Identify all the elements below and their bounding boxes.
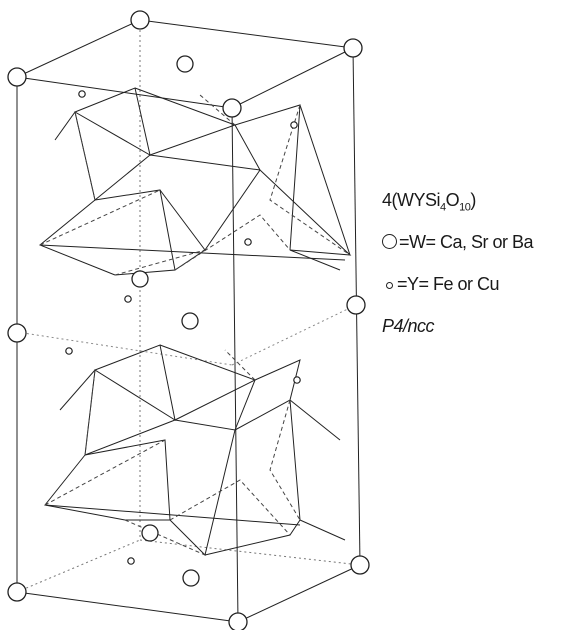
w-legend-text: =W= Ca, Sr or Ba	[399, 232, 534, 252]
legend-y-row: =Y= Fe or Cu	[382, 274, 500, 295]
space-group-label: P4/ncc	[382, 316, 435, 336]
y-legend-text: =Y= Fe or Cu	[397, 274, 500, 294]
circle-large-icon	[382, 234, 397, 249]
hidden-edges-lower	[44, 349, 301, 556]
silicate-tetrahedra-lower	[44, 344, 346, 556]
hidden-edges-upper	[39, 94, 351, 276]
circle-small-icon	[386, 282, 393, 289]
silicate-tetrahedra-upper	[39, 87, 352, 276]
y-atoms	[65, 90, 301, 565]
legend-w-row: =W= Ca, Sr or Ba	[382, 232, 534, 253]
formula-label: 4(WYSi4O10)	[382, 190, 476, 214]
w-atoms	[7, 10, 370, 630]
